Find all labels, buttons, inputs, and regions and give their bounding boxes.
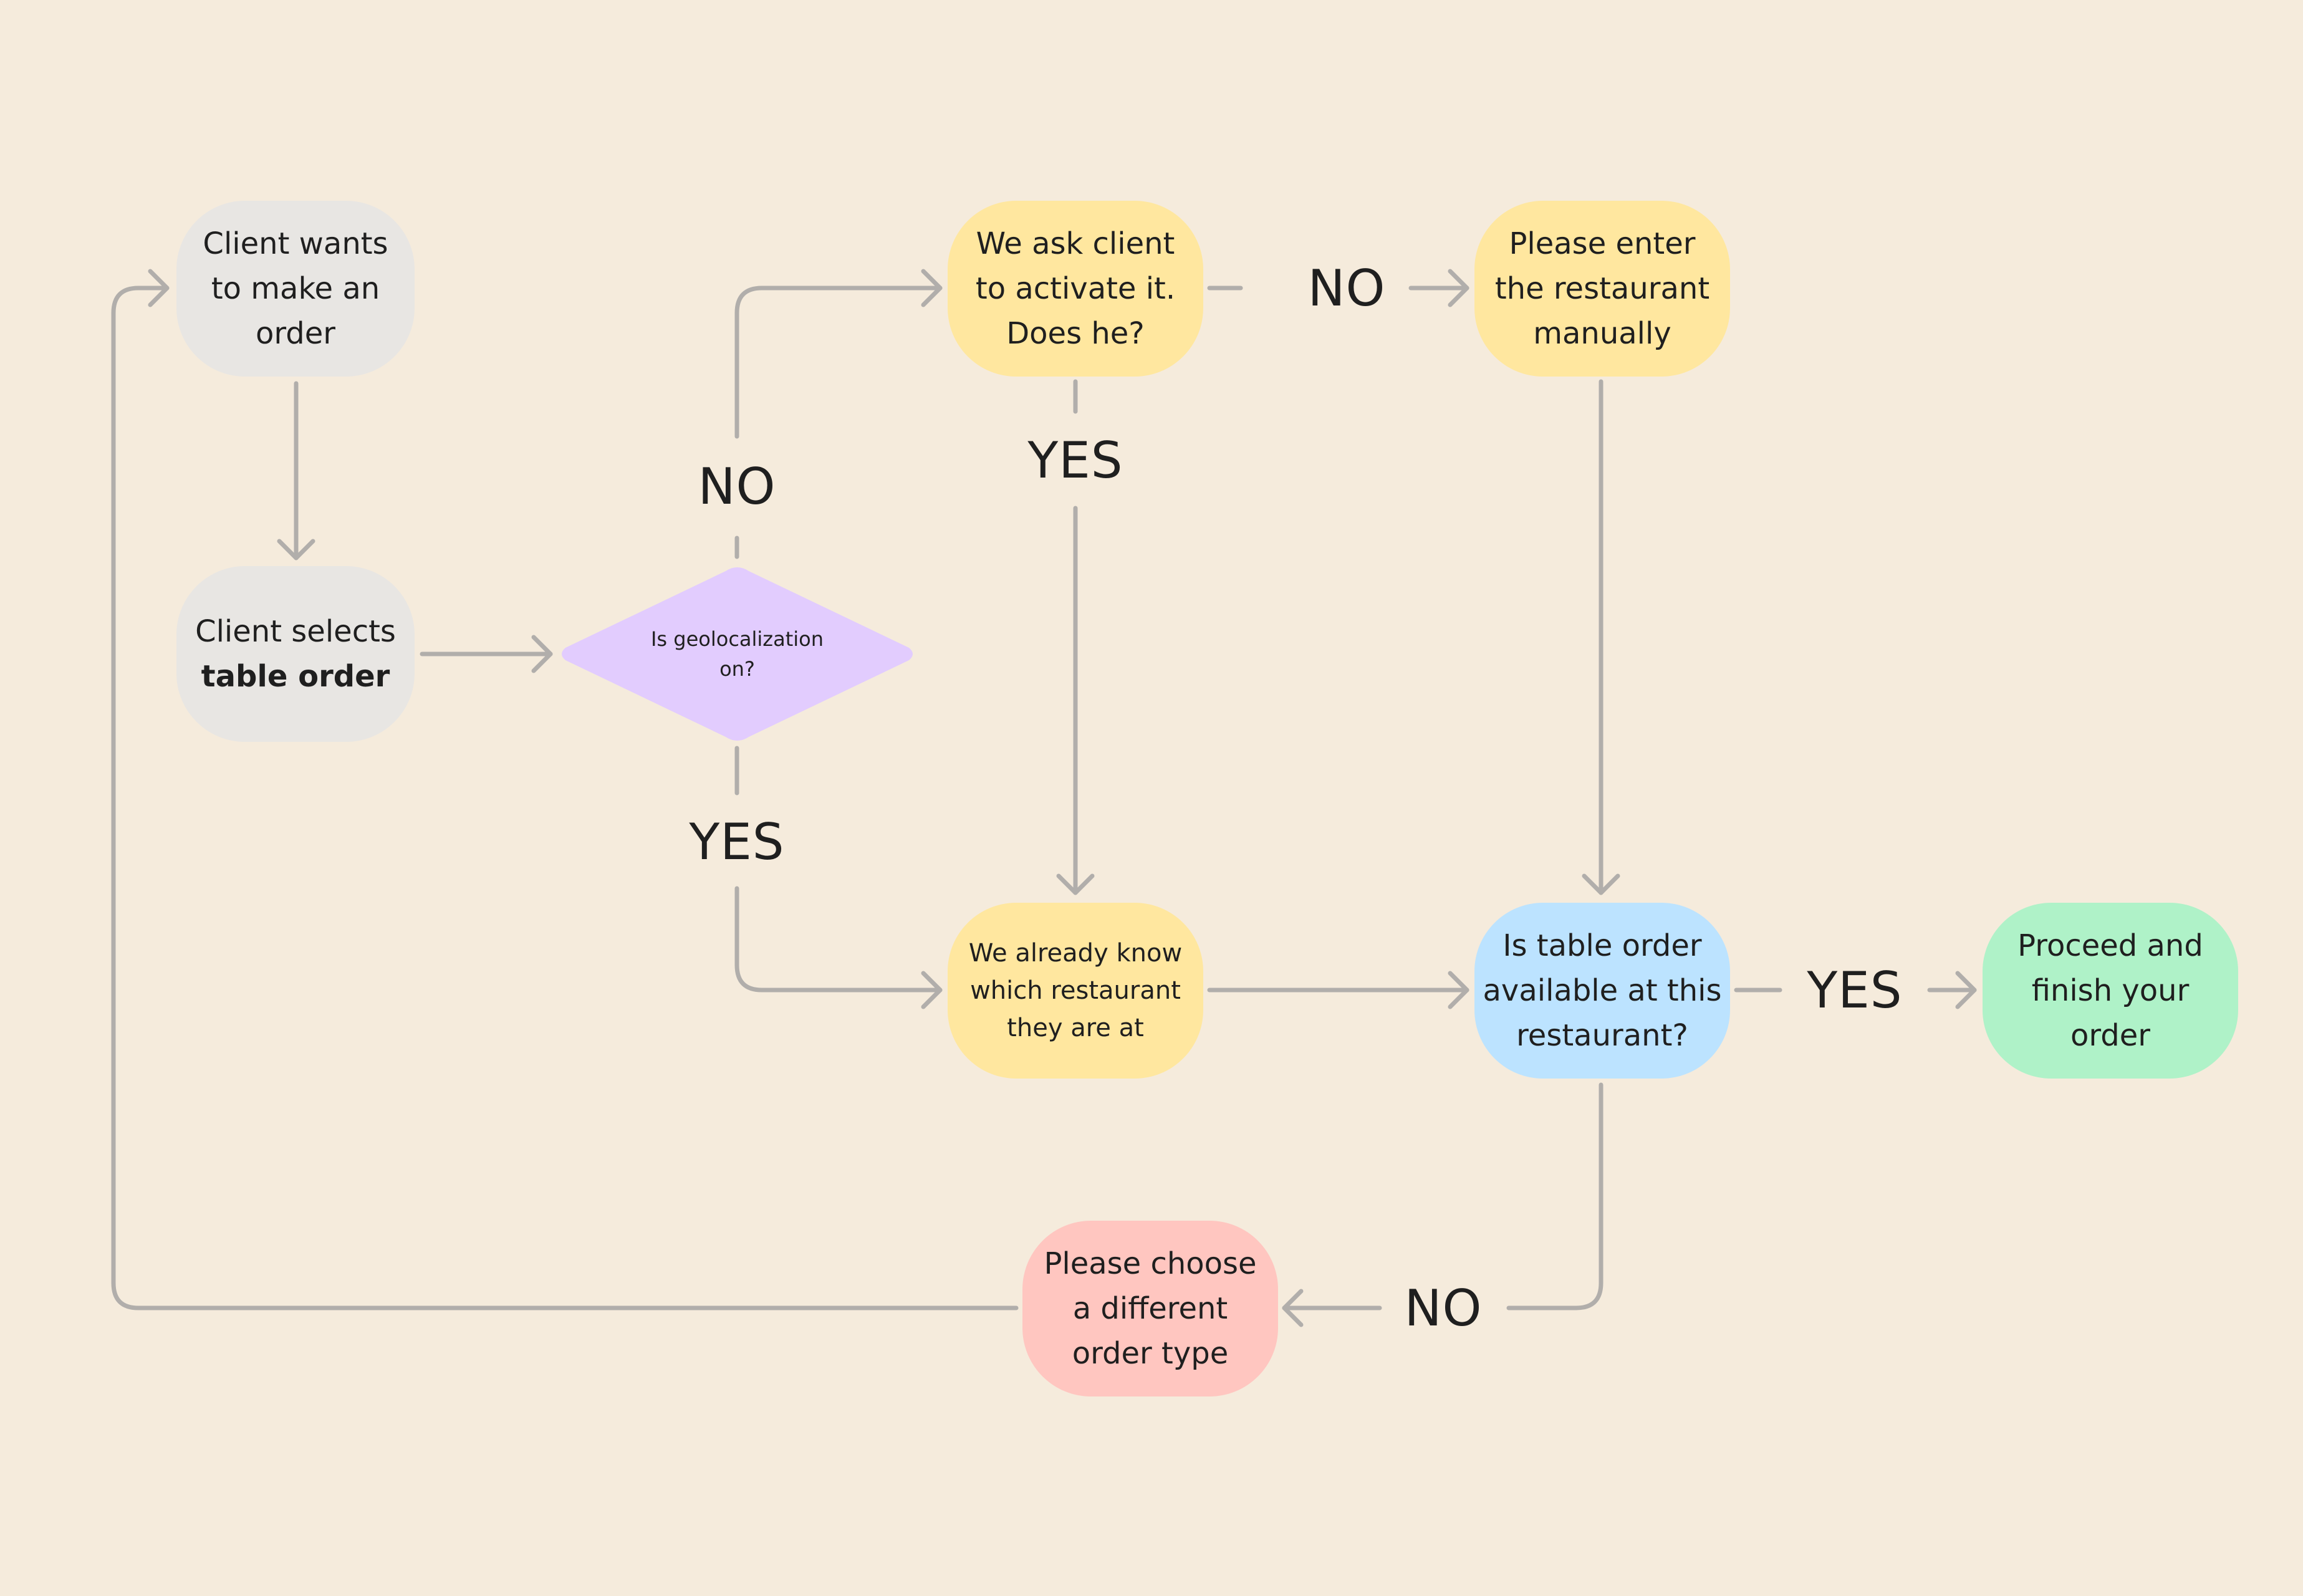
label-ask-yes: YES bbox=[1027, 431, 1123, 489]
label-ask-no: NO bbox=[1307, 259, 1386, 317]
node-proceed-finish-order: Proceed and finish your order bbox=[1983, 903, 2238, 1079]
connector-available-no-down bbox=[1506, 1082, 1603, 1310]
node-already-know-restaurant: We already know which restaurant they ar… bbox=[948, 903, 1203, 1079]
node-enter-restaurant-manually: Please enter the restaurant manually bbox=[1474, 201, 1730, 377]
node-choose-different-order-type-text: Please choose a different order type bbox=[1044, 1246, 1257, 1371]
arrowhead-ask-no bbox=[1448, 269, 1469, 307]
node-table-order-available-text: Is table order available at this restaur… bbox=[1483, 928, 1722, 1053]
node-proceed-finish-order-text: Proceed and finish your order bbox=[2017, 928, 2203, 1053]
node-already-know-restaurant-text: We already know which restaurant they ar… bbox=[968, 939, 1183, 1042]
node-enter-restaurant-manually-text: Please enter the restaurant manually bbox=[1494, 226, 1710, 351]
node-client-selects-bold: table order bbox=[201, 659, 390, 694]
node-ask-client-activate: We ask client to activate it. Does he? bbox=[948, 201, 1203, 377]
label-available-no: NO bbox=[1404, 1279, 1483, 1337]
arrowhead-geo-no-to-ask bbox=[921, 269, 943, 307]
arrowhead-ask-yes bbox=[1056, 873, 1095, 895]
decision-geolocalization: Is geolocalization on? bbox=[558, 565, 916, 743]
node-choose-different-order-type: Please choose a different order type bbox=[1022, 1221, 1278, 1396]
connector-geo-yes-to-known bbox=[734, 886, 943, 993]
arrowhead-available-yes bbox=[1955, 971, 1977, 1009]
decision-diamond-shape bbox=[562, 567, 913, 741]
label-geo-no: NO bbox=[698, 457, 776, 516]
connector-retry-loop bbox=[111, 286, 1019, 1310]
decision-geolocalization-text: Is geolocalization on? bbox=[650, 627, 824, 681]
label-geo-yes: YES bbox=[689, 812, 785, 871]
node-client-wants-order-text: Client wants to make an order bbox=[203, 226, 388, 351]
node-client-wants-order: Client wants to make an order bbox=[176, 201, 415, 377]
label-available-yes: YES bbox=[1807, 961, 1903, 1019]
arrowhead-available-no bbox=[1282, 1289, 1304, 1327]
arrowhead-manual-to-available bbox=[1582, 873, 1620, 895]
node-table-order-available: Is table order available at this restaur… bbox=[1474, 903, 1730, 1079]
connector-geo-no-to-ask bbox=[734, 286, 943, 439]
node-ask-client-activate-text: We ask client to activate it. Does he? bbox=[975, 226, 1176, 351]
arrowhead-start-to-select bbox=[277, 539, 315, 560]
arrowhead-known-to-available bbox=[1448, 971, 1469, 1009]
node-client-selects-text: Client selects table order bbox=[195, 609, 396, 699]
arrowhead-retry-loop bbox=[148, 269, 170, 307]
node-client-selects-prefix: Client selects bbox=[195, 614, 396, 649]
node-client-selects-table-order: Client selects table order bbox=[176, 566, 415, 742]
arrowhead-select-to-geo bbox=[531, 635, 553, 673]
arrowhead-geo-yes-to-known bbox=[921, 971, 943, 1009]
